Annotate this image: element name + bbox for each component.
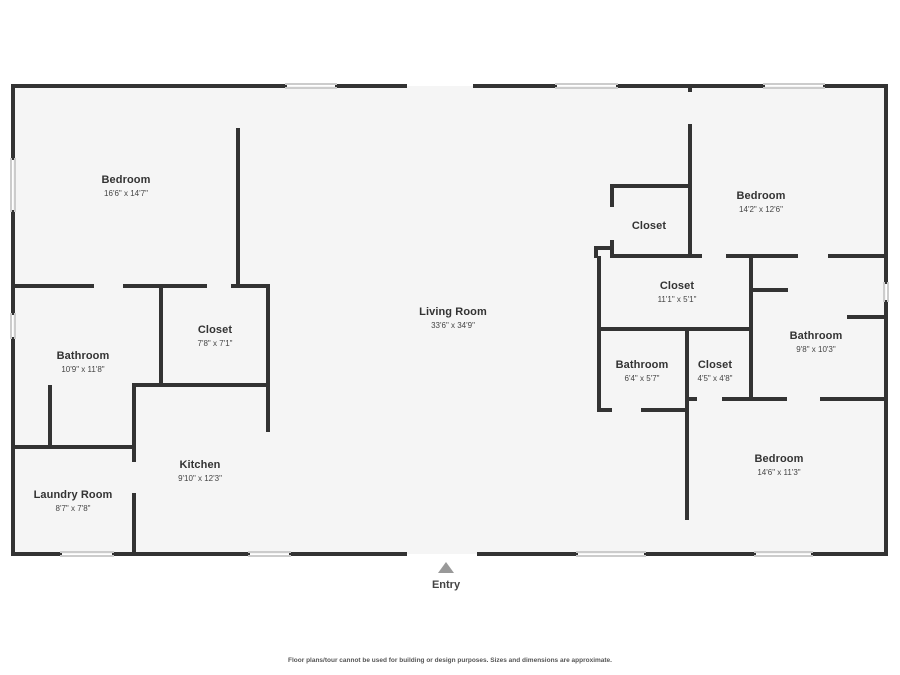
room-label-living-room: Living Room 33'6" x 34'9": [419, 306, 487, 330]
walls: [11, 84, 888, 556]
room-dimensions: 33'6" x 34'9": [431, 321, 475, 330]
room-dimensions: 16'6" x 14'7": [104, 189, 148, 198]
entry-label: Entry: [431, 579, 461, 591]
room-label-bedroom-3: Bedroom 14'6" x 11'3": [755, 453, 804, 477]
room-dimensions: 11'1" x 5'1": [657, 295, 697, 304]
room-name: Laundry Room: [33, 489, 113, 501]
room-dimensions: 9'8" x 10'3": [796, 345, 836, 354]
room-name: Closet: [697, 359, 733, 371]
room-label-bedroom-2: Bedroom 14'2" x 12'6": [737, 190, 786, 214]
room-label-bathroom-3: Bathroom 6'4" x 5'7": [616, 359, 669, 383]
room-label-bathroom-2: Bathroom 9'8" x 10'3": [790, 330, 843, 354]
room-dimensions: 7'8" x 7'1": [197, 339, 233, 348]
room-dimensions: 8'7" x 7'8": [55, 504, 91, 513]
room-label-laundry-room: Laundry Room 8'7" x 7'8": [34, 489, 113, 513]
floor-area: [13, 86, 886, 554]
entry-arrow-icon: [438, 562, 454, 573]
room-name: Bedroom: [736, 190, 786, 202]
room-name: Bathroom: [615, 359, 669, 371]
room-name: Bathroom: [789, 330, 843, 342]
room-label-bedroom-1: Bedroom 16'6" x 14'7": [102, 174, 151, 198]
room-name: Bedroom: [754, 453, 804, 465]
room-name: Closet: [197, 324, 233, 336]
windows: [10, 83, 889, 557]
room-label-closet-1: Closet 7'8" x 7'1": [198, 324, 233, 348]
disclaimer-text: Floor plans/tour cannot be used for buil…: [288, 657, 612, 664]
room-dimensions: 14'2" x 12'6": [739, 205, 783, 214]
room-name: Kitchen: [179, 459, 221, 471]
room-dimensions: 4'5" x 4'8": [697, 374, 733, 383]
room-name: Living Room: [419, 306, 487, 318]
room-name: Closet: [659, 280, 695, 292]
room-dimensions: 14'6" x 11'3": [757, 468, 801, 477]
room-dimensions: 9'10" x 12'3": [178, 474, 222, 483]
room-label-kitchen: Kitchen 9'10" x 12'3": [178, 459, 222, 483]
room-dimensions: 10'9" x 11'8": [61, 365, 105, 374]
room-label-closet-3: Closet 11'1" x 5'1": [658, 280, 697, 304]
room-label-bathroom-1: Bathroom 10'9" x 11'8": [57, 350, 110, 374]
room-dimensions: 6'4" x 5'7": [624, 374, 660, 383]
room-label-closet-2: Closet: [632, 220, 666, 232]
room-name: Closet: [631, 220, 667, 232]
room-label-closet-4: Closet 4'5" x 4'8": [698, 359, 733, 383]
room-name: Bedroom: [101, 174, 151, 186]
room-name: Bathroom: [56, 350, 110, 362]
